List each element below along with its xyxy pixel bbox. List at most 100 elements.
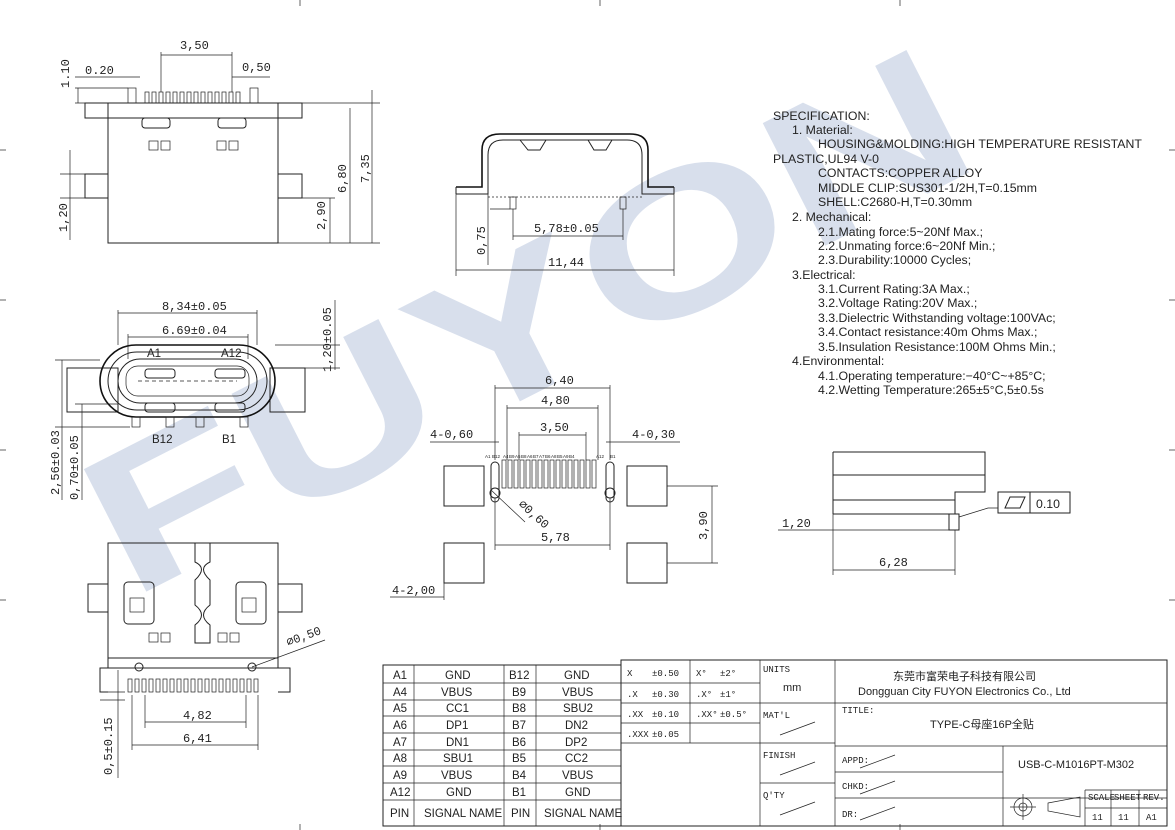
- dim-pcb-pad-size: 4-2,00: [392, 584, 435, 598]
- table-row: A8 SBU1 B5 CC2: [393, 753, 588, 765]
- dim-copl-h: 1,20: [782, 517, 811, 531]
- label-b12: B12: [152, 434, 172, 446]
- tol-value: ±0.5°: [720, 710, 747, 720]
- label-a1: A1: [147, 348, 161, 360]
- tol-key: .X: [627, 690, 638, 700]
- signal-name: VBUS: [441, 687, 473, 699]
- table-header-row: PIN SIGNAL NAME PIN SIGNAL NAME: [390, 808, 623, 820]
- coplanarity-tolerance: 0.10: [1036, 497, 1060, 511]
- table-row: A7 DN1 B6 DP2: [393, 737, 587, 749]
- finish-label: FINISH: [763, 751, 795, 761]
- spec-line: 3.5.Insulation Resistance:100M Ohms Min.…: [818, 340, 1056, 354]
- pcb-pin-label: A1: [485, 454, 491, 459]
- tol-key: X: [627, 669, 633, 679]
- pin-id: A9: [393, 770, 407, 782]
- label-b1: B1: [222, 434, 236, 446]
- table-row: A4 VBUS B9 VBUS: [393, 687, 594, 699]
- pin-id: B5: [512, 753, 526, 765]
- table-row: A1 GND B12 GND: [393, 670, 590, 682]
- spec-line: 2. Mechanical:: [792, 210, 871, 224]
- spec-line: 4.Environmental:: [792, 354, 884, 368]
- dim-top-height: 1.10: [59, 59, 73, 88]
- pcb-layout: A1 B12 A4 B9 A5 B8 A6 B7 A7 B6 A8 B5 A9 …: [390, 374, 718, 600]
- dim-bottom-stand: 0,5±0.15: [102, 717, 116, 775]
- spec-line: SHELL:C2680-H,T=0.30mm: [818, 195, 972, 209]
- qty-label: Q'TY: [763, 791, 785, 801]
- pcb-pin-label: A4: [503, 454, 509, 459]
- tol-key: .XX°: [696, 710, 718, 720]
- spec-line: 1. Material:: [792, 123, 853, 137]
- tol-value: ±0.50: [652, 669, 679, 679]
- spec-line: HOUSING&MOLDING:HIGH TEMPERATURE RESISTA…: [818, 137, 1142, 151]
- dim-inner-width: 6.69±0.04: [162, 324, 227, 338]
- pin-id: A4: [393, 687, 408, 699]
- dim-pitch: 3,50: [180, 39, 209, 53]
- pcb-pin-label: B8: [521, 454, 527, 459]
- header-signal-name: SIGNAL NAME: [424, 808, 503, 820]
- dim-body-height: 6,80: [336, 164, 350, 193]
- pin-id: A7: [393, 737, 407, 749]
- tol-key: .XXX: [627, 730, 649, 740]
- units-value: mm: [783, 682, 801, 694]
- rev-value: A1: [1146, 813, 1157, 823]
- pin-id: B9: [512, 687, 526, 699]
- pcb-pin-label: B9: [509, 454, 515, 459]
- pin-id: A12: [390, 787, 410, 799]
- table-row: A5 CC1 B8 SBU2: [393, 703, 593, 715]
- projection-symbol-icon: [1010, 794, 1081, 820]
- signal-name: GND: [564, 670, 590, 682]
- spec-line: PLASTIC,UL94 V-0: [773, 152, 879, 166]
- dr-label: DR:: [842, 810, 858, 820]
- dim-front-height: 1,20±0.05: [321, 307, 335, 372]
- pcb-pin-label: A7: [539, 454, 545, 459]
- pcb-pin-label: B1: [610, 454, 616, 459]
- pin-id: B1: [512, 787, 526, 799]
- dim-front-total: 2,56±0.03: [49, 430, 63, 495]
- title-label: TITLE:: [842, 706, 874, 716]
- spec-line: CONTACTS:COPPER ALLOY: [818, 166, 982, 180]
- pcb-pin-label: A6: [527, 454, 533, 459]
- pin-id: B12: [509, 670, 529, 682]
- table-row: A6 DP1 B7 DN2: [393, 720, 588, 732]
- signal-name: GND: [565, 787, 591, 799]
- label-a12: A12: [221, 348, 241, 360]
- dim-pcb-pad-height: 3,90: [697, 511, 711, 540]
- signal-name: VBUS: [562, 770, 594, 782]
- tol-value: ±0.05: [652, 730, 679, 740]
- scale-value: 11: [1092, 813, 1103, 823]
- dim-front-offset: 0,70±0.05: [68, 435, 82, 500]
- dim-pcb-w2: 4,80: [541, 394, 570, 408]
- top-view: 3,50 0.20 0,50 1.10 1,20 2,90 6,80 7,35: [57, 39, 380, 244]
- signal-name: DN2: [565, 720, 588, 732]
- dim-bottom-inner: 4,82: [183, 709, 212, 723]
- pin-id: B7: [512, 720, 526, 732]
- dim-pcb-w3: 3,50: [540, 421, 569, 435]
- matl-label: MAT'L: [763, 711, 790, 721]
- tol-key: .XX: [627, 710, 644, 720]
- spec-line: 2.2.Unmating force:6~20Nf Min.;: [818, 239, 995, 253]
- scale-label: SCALE: [1088, 793, 1115, 803]
- coplanarity-detail: 0.10 1,20 6,28: [778, 451, 1071, 575]
- tol-key: .X°: [696, 690, 712, 700]
- pcb-pin-label: A12: [596, 454, 605, 459]
- specification-block: SPECIFICATION: 1. Material: HOUSING&MOLD…: [773, 109, 1142, 397]
- pcb-pin-label: B5: [557, 454, 563, 459]
- header-pin: PIN: [390, 808, 409, 820]
- dim-bottom-outer: 6,41: [183, 732, 212, 746]
- signal-name: CC1: [446, 703, 469, 715]
- pin-table: A1 GND B12 GND A4 VBUS B9 VBUS A5 CC1 B8…: [382, 664, 623, 827]
- spec-line: MIDDLE CLIP:SUS301-1/2H,T=0.15mm: [818, 181, 1037, 195]
- rev-label: REV.: [1143, 793, 1165, 803]
- signal-name: DN1: [446, 737, 469, 749]
- signal-name: GND: [446, 787, 472, 799]
- signal-name: SBU2: [563, 703, 593, 715]
- table-row: A12 GND B1 GND: [390, 787, 591, 799]
- units-label: UNITS: [763, 665, 790, 675]
- spec-line: SPECIFICATION:: [773, 109, 870, 123]
- side-view: 5,78±0.05 11,44 0,75: [455, 133, 675, 276]
- company-name-en: Dongguan City FUYON Electronics Co., Ltd: [858, 686, 1071, 698]
- pcb-pin-label: B4: [569, 454, 575, 459]
- pcb-pin-label: B12: [492, 454, 501, 459]
